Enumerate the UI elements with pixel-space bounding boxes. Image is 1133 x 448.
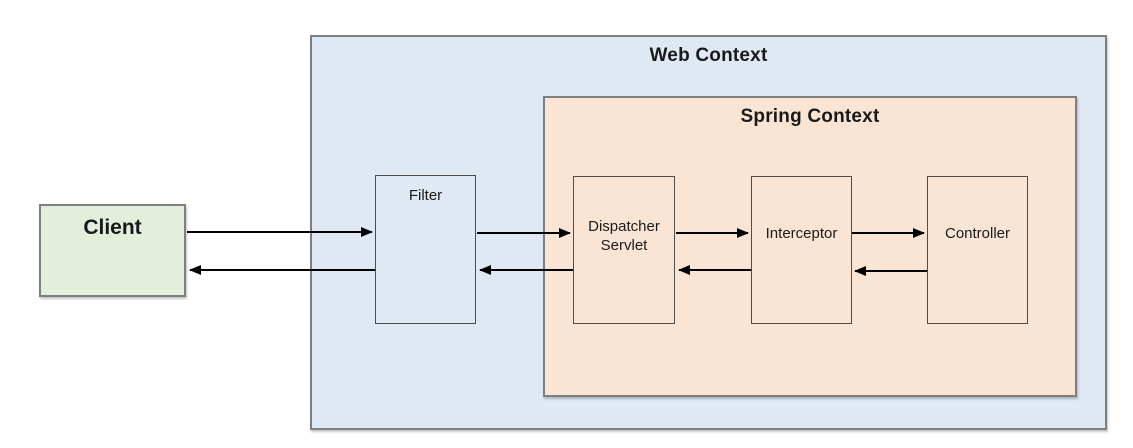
client-label: Client — [83, 216, 142, 239]
filter-label: Filter — [408, 187, 443, 204]
spring-context-label: Spring Context — [740, 106, 880, 127]
client-node: Client — [39, 204, 186, 297]
dispatcher-servlet-node: Dispatcher Servlet — [573, 176, 675, 324]
controller-node: Controller — [927, 176, 1028, 324]
controller-label: Controller — [944, 224, 1011, 242]
filter-node: Filter — [375, 175, 476, 324]
interceptor-node: Interceptor — [751, 176, 852, 324]
interceptor-label: Interceptor — [765, 224, 838, 242]
web-context-label: Web Context — [649, 45, 768, 66]
dispatcher-servlet-label: Dispatcher Servlet — [588, 218, 660, 254]
